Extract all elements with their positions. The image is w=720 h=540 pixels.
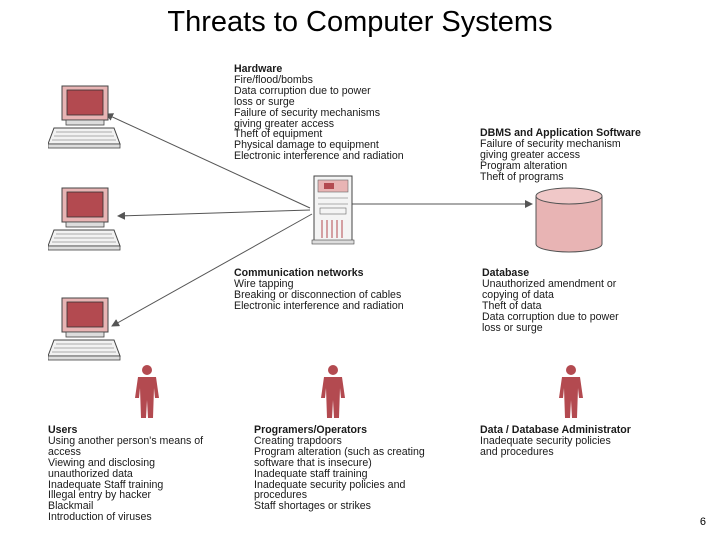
server-tower-icon bbox=[311, 175, 355, 245]
communication-item: Electronic interference and radiation bbox=[234, 299, 404, 312]
dbms-block: DBMS and Application Software Failure of… bbox=[480, 128, 641, 183]
users-item: Using another person's means of bbox=[48, 434, 204, 447]
dba-heading: Data / Database Administrator bbox=[480, 424, 631, 436]
hardware-heading: Hardware bbox=[234, 63, 283, 75]
users-item: Illegal entry by hacker bbox=[48, 489, 152, 502]
programmers-item: software that is insecure) bbox=[254, 456, 372, 469]
users-item: Blackmail bbox=[48, 500, 94, 513]
hardware-block: Hardware Fire/flood/bombs Data corruptio… bbox=[234, 64, 404, 162]
page-title: Threats to Computer Systems bbox=[167, 6, 553, 38]
database-cylinder-icon bbox=[535, 187, 603, 253]
dba-item: and procedures bbox=[480, 445, 554, 458]
person-icon bbox=[321, 365, 345, 418]
dbms-item: Theft of programs bbox=[480, 170, 564, 183]
database-heading: Database bbox=[482, 267, 530, 279]
hardware-item: loss or surge bbox=[234, 95, 295, 108]
programmers-item: Program alteration (such as creating bbox=[254, 445, 425, 458]
arrow-to-terminal-2 bbox=[117, 209, 311, 220]
hardware-item: Failure of security mechanisms bbox=[234, 106, 381, 119]
hardware-item: Theft of equipment bbox=[234, 128, 323, 141]
programmers-item: Inadequate security policies and bbox=[254, 478, 406, 491]
dbms-item: Program alteration bbox=[480, 159, 568, 172]
users-item: unauthorized data bbox=[48, 467, 133, 480]
page-number: 6 bbox=[699, 516, 706, 528]
database-item: Unauthorized amendment or bbox=[482, 277, 617, 290]
communication-block: Communication networks Wire tapping Brea… bbox=[234, 268, 404, 312]
database-item: copying of data bbox=[482, 288, 554, 301]
database-item: Theft of data bbox=[482, 299, 542, 312]
person-icon bbox=[559, 365, 583, 418]
communication-heading: Communication networks bbox=[234, 267, 364, 279]
database-item: Data corruption due to power bbox=[482, 310, 619, 323]
programmers-item: Inadequate staff training bbox=[254, 467, 368, 480]
programmers-item: Creating trapdoors bbox=[254, 434, 342, 447]
hardware-item: Electronic interference and radiation bbox=[234, 150, 404, 163]
person-icon bbox=[135, 365, 159, 418]
communication-item: Breaking or disconnection of cables bbox=[234, 288, 402, 301]
users-block: Users Using another person's means of ac… bbox=[48, 425, 203, 523]
communication-item: Wire tapping bbox=[234, 277, 294, 290]
dba-block: Data / Database Administrator Inadequate… bbox=[480, 425, 631, 458]
database-item: loss or surge bbox=[482, 321, 543, 334]
users-item: Inadequate Staff training bbox=[48, 478, 164, 491]
dbms-heading: DBMS and Application Software bbox=[480, 127, 641, 139]
programmers-item: Staff shortages or strikes bbox=[254, 500, 371, 513]
users-item: access bbox=[48, 445, 81, 458]
dba-item: Inadequate security policies bbox=[480, 434, 611, 447]
arrow-to-terminal-3 bbox=[111, 213, 313, 327]
programmers-block: Programers/Operators Creating trapdoors … bbox=[254, 425, 425, 512]
hardware-item: giving greater access bbox=[234, 117, 335, 130]
programmers-heading: Programers/Operators bbox=[254, 424, 368, 436]
computer-terminal-icon bbox=[48, 187, 121, 251]
hardware-item: Data corruption due to power bbox=[234, 84, 371, 97]
hardware-item: Fire/flood/bombs bbox=[234, 73, 313, 86]
arrow-to-terminal-1 bbox=[105, 113, 311, 209]
users-item: Introduction of viruses bbox=[48, 511, 152, 524]
database-block: Database Unauthorized amendment or copyi… bbox=[482, 268, 619, 333]
hardware-item: Physical damage to equipment bbox=[234, 139, 379, 152]
users-item: Viewing and disclosing bbox=[48, 456, 155, 469]
computer-terminal-icon bbox=[48, 85, 121, 149]
programmers-item: procedures bbox=[254, 489, 307, 502]
dbms-item: Failure of security mechanism bbox=[480, 137, 621, 150]
users-heading: Users bbox=[48, 424, 78, 436]
dbms-item: giving greater access bbox=[480, 148, 581, 161]
computer-terminal-icon bbox=[48, 297, 121, 361]
